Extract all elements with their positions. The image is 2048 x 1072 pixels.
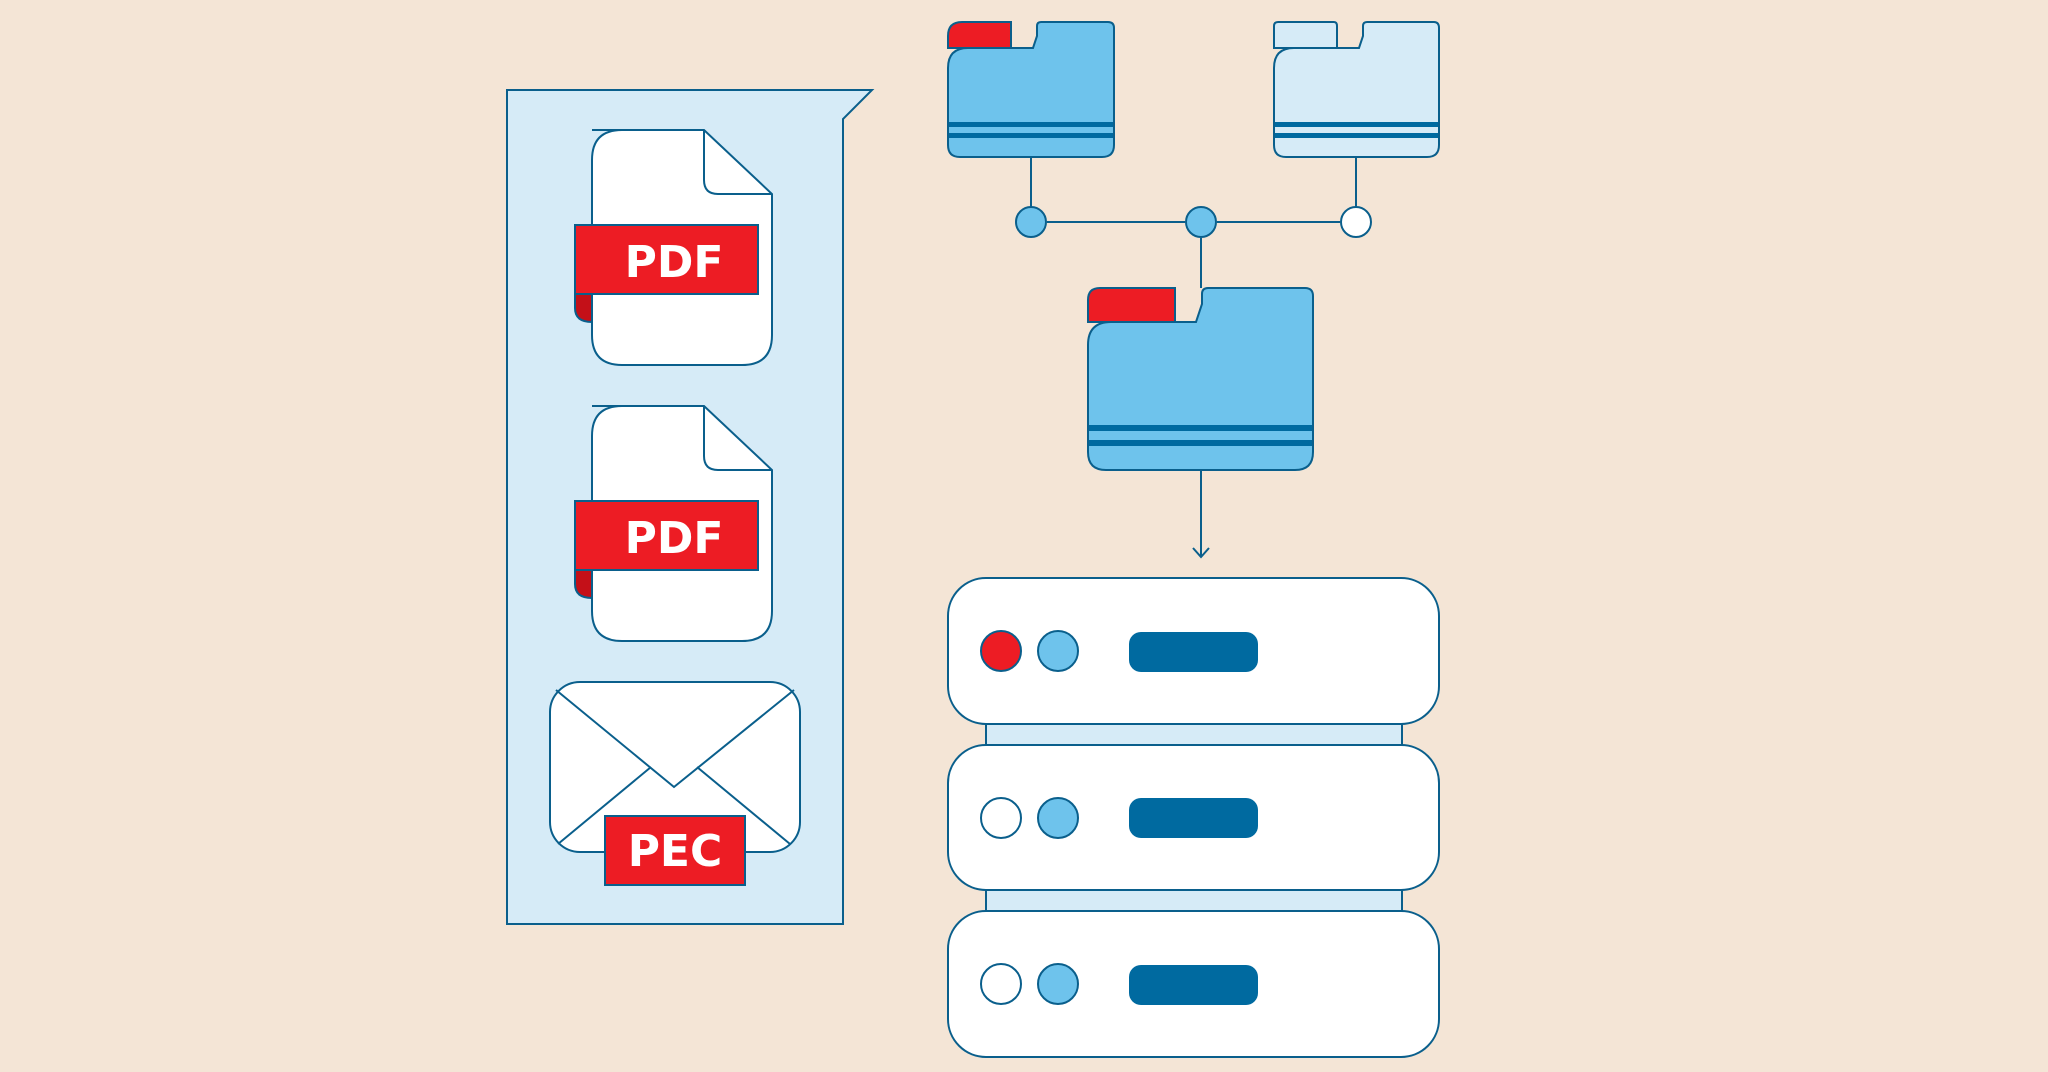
node-dot [1015,206,1047,238]
pec-label: PEC [628,826,723,877]
folder-tree [947,21,1440,559]
server-unit [947,744,1440,891]
drive-bay [1129,798,1258,838]
folder-icon [1273,21,1440,158]
server-connector [985,721,1403,747]
server-rack-icon [947,577,1440,1058]
folder-icon [1087,287,1314,471]
node-dot [1185,206,1217,238]
pdf-label: PDF [625,513,724,564]
status-led [980,963,1022,1005]
pec-envelope-icon: PEC [549,681,801,886]
status-led [1037,963,1079,1005]
node-dot [1340,206,1372,238]
connector-lines [1030,157,1357,559]
drive-bay [1129,965,1258,1005]
status-led [1037,630,1079,672]
document-panel: PDF PDF PEC [506,89,875,925]
status-led [1037,797,1079,839]
pdf-label: PDF [625,237,724,288]
drive-bay [1129,632,1258,672]
pdf-document-icon: PDF [574,129,773,366]
pdf-document-icon: PDF [574,405,773,642]
server-connector [985,887,1403,913]
folder-icon [947,21,1115,158]
server-unit [947,577,1440,725]
status-led [980,630,1022,672]
status-led [980,797,1022,839]
server-unit [947,910,1440,1058]
